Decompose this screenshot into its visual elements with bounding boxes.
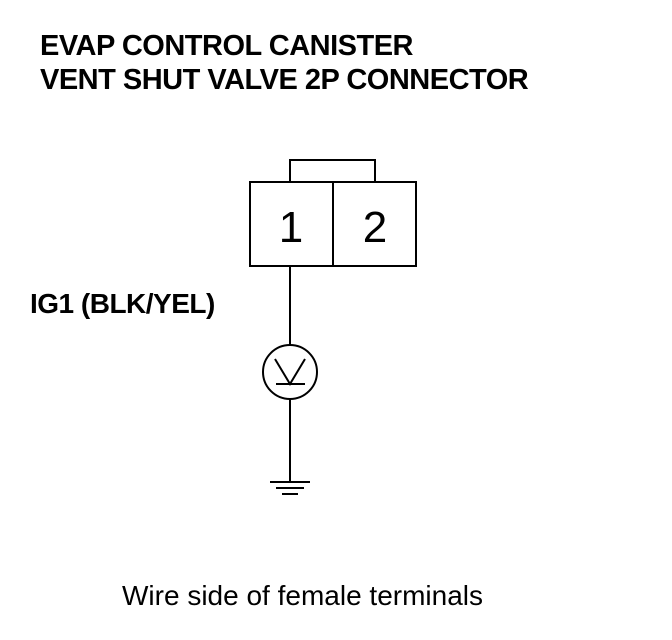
diagram-title-line-2: VENT SHUT VALVE 2P CONNECTOR <box>40 64 529 96</box>
voltmeter-icon <box>262 344 318 400</box>
connector-lock-tab <box>289 159 376 182</box>
ground-icon <box>270 481 310 495</box>
diagram-caption: Wire side of female terminals <box>122 580 484 611</box>
diagram-title-line-1: EVAP CONTROL CANISTER <box>40 30 414 62</box>
terminal-number-2: 2 <box>363 203 387 252</box>
terminal-number-1: 1 <box>279 203 303 252</box>
wire-label: IG1 (BLK/YEL) <box>30 288 215 319</box>
